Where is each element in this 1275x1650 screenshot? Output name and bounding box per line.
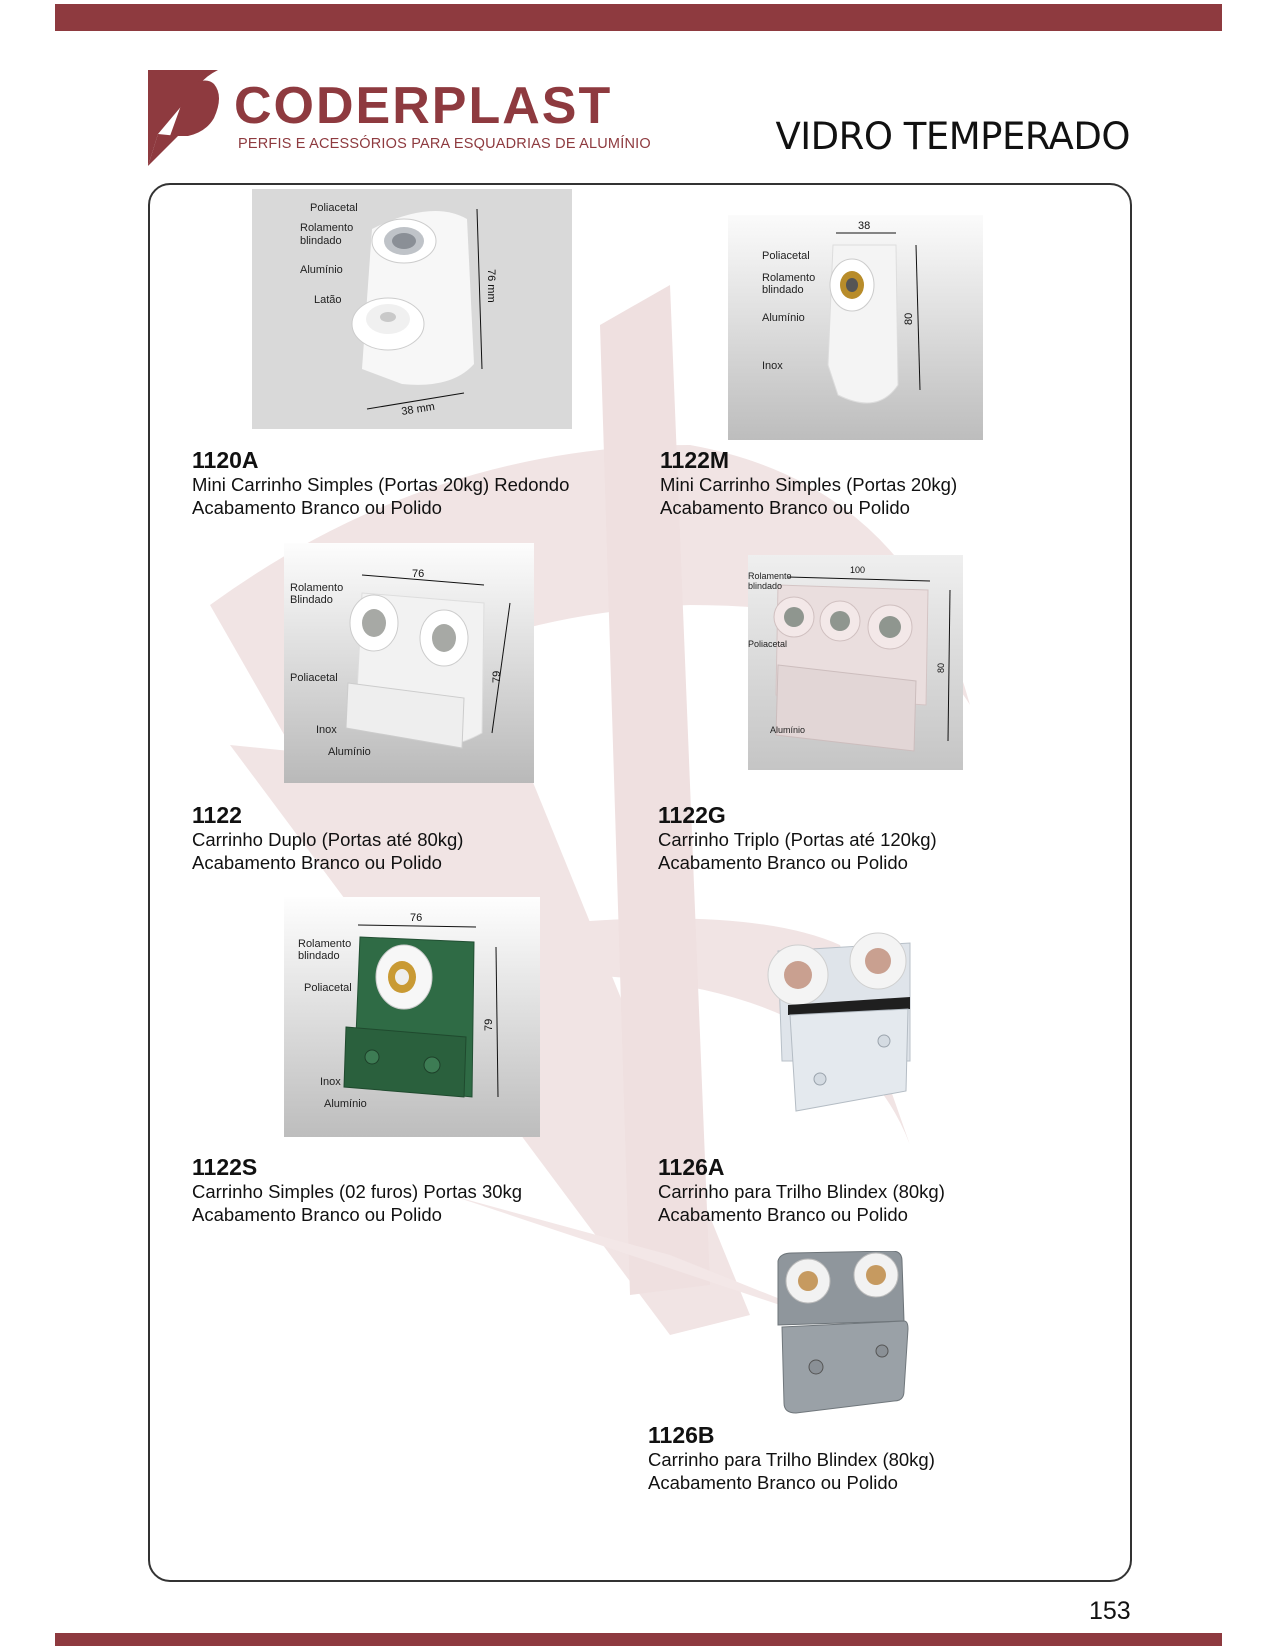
label-rolamento: Rolamento <box>748 571 792 581</box>
product-code: 1120A <box>192 447 259 473</box>
dim-height: 79 <box>483 1019 495 1031</box>
dim-height: 79 <box>491 671 503 683</box>
dim-height: 80 <box>936 663 946 673</box>
carrinho-1120A-icon: Poliacetal Rolamento blindado Alumínio L… <box>252 189 572 429</box>
label-inox: Inox <box>316 724 337 736</box>
product-photo-1122S: Rolamento blindado Poliacetal Inox Alumí… <box>284 897 540 1137</box>
product-description: Carrinho Triplo (Portas até 120kg) <box>658 829 937 850</box>
label-rolamento: Rolamento <box>290 582 343 594</box>
product-1122G: 1122G Carrinho Triplo (Portas até 120kg)… <box>658 802 937 874</box>
product-finish: Acabamento Branco ou Polido <box>192 852 442 873</box>
page-number: 153 <box>1089 1597 1131 1625</box>
product-finish: Acabamento Branco ou Polido <box>658 852 908 873</box>
carrinho-1122G-icon: Rolamento blindado Poliacetal Alumínio 1… <box>748 555 963 770</box>
product-code: 1122 <box>192 802 242 828</box>
product-finish: Acabamento Branco ou Polido <box>658 1204 908 1225</box>
label-aluminio: Alumínio <box>328 746 371 758</box>
product-code: 1122G <box>658 802 726 828</box>
label-poliacetal: Poliacetal <box>304 982 352 994</box>
label-blindado: blindado <box>748 581 782 591</box>
dim-height: 80 <box>903 313 915 325</box>
label-aluminio: Alumínio <box>762 312 805 324</box>
product-finish: Acabamento Branco ou Polido <box>648 1472 898 1493</box>
section-title: VIDRO TEMPERADO <box>775 115 1130 158</box>
product-finish: Acabamento Branco ou Polido <box>192 1204 442 1225</box>
carrinho-1122S-icon: Rolamento blindado Poliacetal Inox Alumí… <box>284 897 540 1137</box>
label-rolamento: Rolamento <box>300 222 353 234</box>
product-1120A: 1120A Mini Carrinho Simples (Portas 20kg… <box>192 447 569 519</box>
product-photo-1122M: Poliacetal Rolamento blindado Alumínio I… <box>728 215 983 440</box>
product-description: Carrinho para Trilho Blindex (80kg) <box>648 1449 935 1470</box>
carrinho-1126A-icon <box>767 932 911 1112</box>
carrinho-1122M-icon: Poliacetal Rolamento blindado Alumínio I… <box>728 215 983 440</box>
carrinho-1122-icon: Rolamento Blindado Poliacetal Inox Alumí… <box>284 543 534 783</box>
label-poliacetal: Poliacetal <box>748 639 787 649</box>
product-1122: 1122 Carrinho Duplo (Portas até 80kg) Ac… <box>192 802 463 874</box>
product-code: 1126B <box>648 1422 715 1448</box>
label-blindado: blindado <box>300 235 342 247</box>
product-description: Carrinho para Trilho Blindex (80kg) <box>658 1181 945 1202</box>
brand-name: CODERPLAST <box>234 77 613 135</box>
product-photo-1122: Rolamento Blindado Poliacetal Inox Alumí… <box>284 543 534 783</box>
label-rolamento: Rolamento <box>762 272 815 284</box>
label-aluminio: Alumínio <box>324 1098 367 1110</box>
product-description: Carrinho Duplo (Portas até 80kg) <box>192 829 464 850</box>
dim-height: 76 mm <box>485 269 497 303</box>
label-inox: Inox <box>762 360 783 372</box>
product-description: Carrinho Simples (02 furos) Portas 30kg <box>192 1181 523 1202</box>
product-finish: Acabamento Branco ou Polido <box>660 497 910 518</box>
label-latao: Latão <box>314 294 342 306</box>
product-photo-1126A <box>760 931 920 1121</box>
label-aluminio: Alumínio <box>770 725 805 735</box>
catalog-frame: Poliacetal Rolamento blindado Alumínio L… <box>148 183 1132 1582</box>
label-blindado: Blindado <box>290 594 333 606</box>
dim-width: 38 mm <box>401 401 436 418</box>
brand-logo: CODERPLAST PERFIS E ACESSÓRIOS PARA ESQU… <box>148 70 651 172</box>
label-inox: Inox <box>320 1076 341 1088</box>
dim-width: 76 <box>412 568 424 580</box>
product-code: 1126A <box>658 1154 725 1180</box>
dim-width: 76 <box>410 912 422 924</box>
carrinho-1126B-icon <box>777 1251 909 1414</box>
product-code: 1122M <box>660 447 730 473</box>
product-code: 1122S <box>192 1154 258 1180</box>
label-blindado: blindado <box>298 950 340 962</box>
product-photo-1126B <box>772 1251 912 1416</box>
product-photo-1122G: Rolamento blindado Poliacetal Alumínio 1… <box>748 555 963 770</box>
label-rolamento: Rolamento <box>298 938 351 950</box>
top-band <box>55 4 1222 31</box>
product-1122S: 1122S Carrinho Simples (02 furos) Portas… <box>192 1154 522 1226</box>
product-description: Mini Carrinho Simples (Portas 20kg) <box>660 474 958 495</box>
label-poliacetal: Poliacetal <box>310 202 358 214</box>
label-poliacetal: Poliacetal <box>290 672 338 684</box>
logo-mark-icon <box>148 70 219 166</box>
label-aluminio: Alumínio <box>300 264 343 276</box>
label-blindado: blindado <box>762 284 804 296</box>
product-1126A: 1126A Carrinho para Trilho Blindex (80kg… <box>658 1154 945 1226</box>
product-1126B: 1126B Carrinho para Trilho Blindex (80kg… <box>648 1422 935 1494</box>
bottom-band <box>55 1633 1222 1646</box>
label-poliacetal: Poliacetal <box>762 250 810 262</box>
product-finish: Acabamento Branco ou Polido <box>192 497 442 518</box>
product-1122M: 1122M Mini Carrinho Simples (Portas 20kg… <box>660 447 957 519</box>
product-description: Mini Carrinho Simples (Portas 20kg) Redo… <box>192 474 570 495</box>
product-photo-1120A: Poliacetal Rolamento blindado Alumínio L… <box>252 189 572 429</box>
dim-width: 100 <box>850 565 865 575</box>
brand-tagline: PERFIS E ACESSÓRIOS PARA ESQUADRIAS DE A… <box>238 136 651 152</box>
dim-width: 38 <box>858 220 870 232</box>
